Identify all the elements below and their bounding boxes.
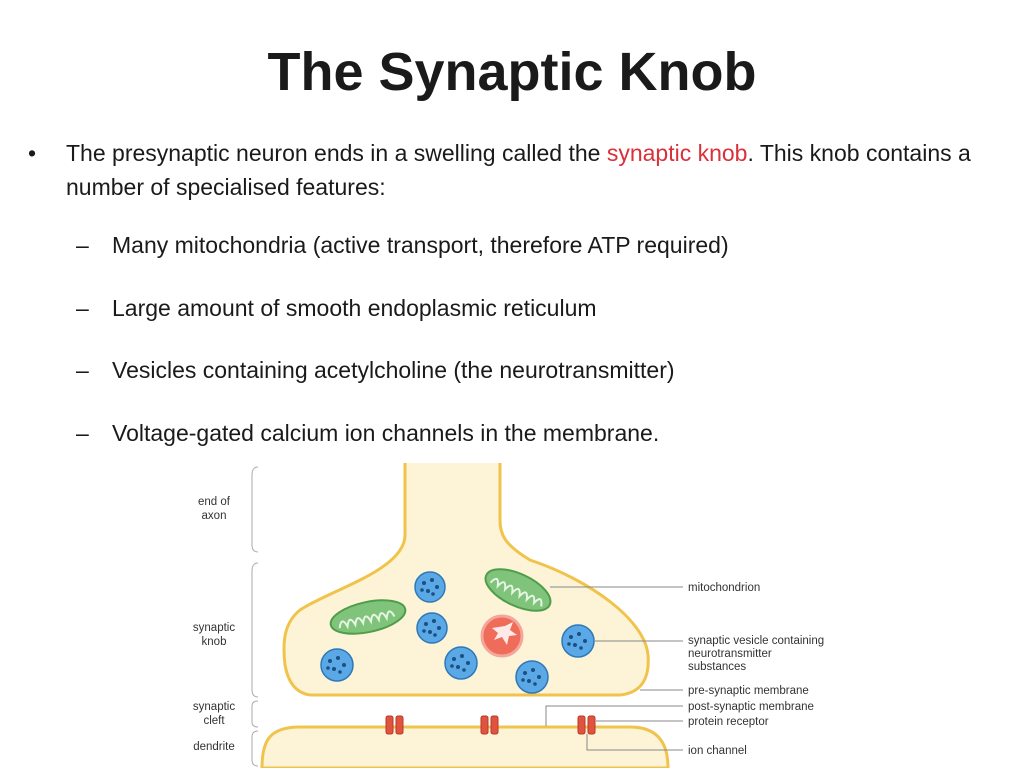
mitochondrion-left: [329, 599, 407, 635]
label-pre-synaptic-membrane: pre-synaptic membrane: [688, 685, 809, 697]
protein-receptors: [385, 715, 596, 735]
leader-lines: [545, 586, 683, 751]
sub-point-calcium-channels: –Voltage-gated calcium ion channels in t…: [76, 416, 659, 450]
sub-point-text: Vesicles containing acetylcholine (the n…: [112, 357, 675, 383]
dash-symbol: –: [76, 420, 89, 446]
sub-point-ser: –Large amount of smooth endoplasmic reti…: [76, 291, 597, 325]
label-mitochondrion: mitochondrion: [688, 582, 760, 594]
vesicle: [444, 646, 478, 680]
vesicle: [320, 648, 354, 682]
vesicle-dots: [326, 578, 587, 686]
sub-point-text: Many mitochondria (active transport, the…: [112, 232, 729, 258]
dendrite-body: [260, 725, 670, 768]
label-synaptic-cleft-line1: synaptic: [193, 701, 235, 713]
label-end-of-axon-line1: end of: [198, 496, 231, 508]
label-synaptic-knob-line1: synaptic: [193, 622, 235, 634]
label-synaptic-cleft-line2: cleft: [203, 715, 225, 727]
left-brackets: [251, 466, 259, 767]
label-ion-channel: ion channel: [688, 745, 747, 757]
sub-point-mitochondria: –Many mitochondria (active transport, th…: [76, 228, 729, 262]
vesicle: [414, 571, 446, 603]
label-synaptic-vesicle-line2: neurotransmitter: [688, 648, 772, 660]
bullet-text-after: . This knob contains a number of special…: [66, 140, 971, 200]
vesicle: [561, 624, 595, 658]
sub-point-vesicles: –Vesicles containing acetylcholine (the …: [76, 353, 675, 387]
label-synaptic-vesicle-line3: substances: [688, 661, 746, 673]
highlight-synaptic-knob: synaptic knob: [606, 140, 748, 166]
synapse-diagram: end of axon synaptic knob synaptic cleft…: [193, 463, 824, 768]
main-bullet-text: The presynaptic neuron ends in a swellin…: [66, 136, 976, 204]
label-synaptic-knob-line2: knob: [202, 636, 227, 648]
mitochondrion-right: [484, 568, 552, 612]
bullet-symbol: •: [28, 140, 37, 166]
synaptic-knob-body: [282, 463, 650, 697]
label-dendrite: dendrite: [193, 741, 235, 753]
slide-title: The Synaptic Knob: [267, 42, 757, 102]
synaptic-vesicles: [320, 571, 595, 694]
sub-point-text: Large amount of smooth endoplasmic retic…: [112, 295, 597, 321]
dash-symbol: –: [76, 295, 89, 321]
vesicle: [416, 612, 448, 644]
label-synaptic-vesicle-line1: synaptic vesicle containing: [688, 635, 824, 647]
central-organelle: [480, 614, 524, 658]
bullet-text-before: The presynaptic neuron ends in a swellin…: [66, 140, 607, 166]
vesicle: [515, 660, 549, 694]
dash-symbol: –: [76, 232, 89, 258]
sub-point-text: Voltage-gated calcium ion channels in th…: [112, 420, 660, 446]
label-protein-receptor: protein receptor: [688, 716, 769, 728]
label-post-synaptic-membrane: post-synaptic membrane: [688, 701, 814, 713]
dash-symbol: –: [76, 357, 89, 383]
label-end-of-axon-line2: axon: [202, 510, 227, 522]
